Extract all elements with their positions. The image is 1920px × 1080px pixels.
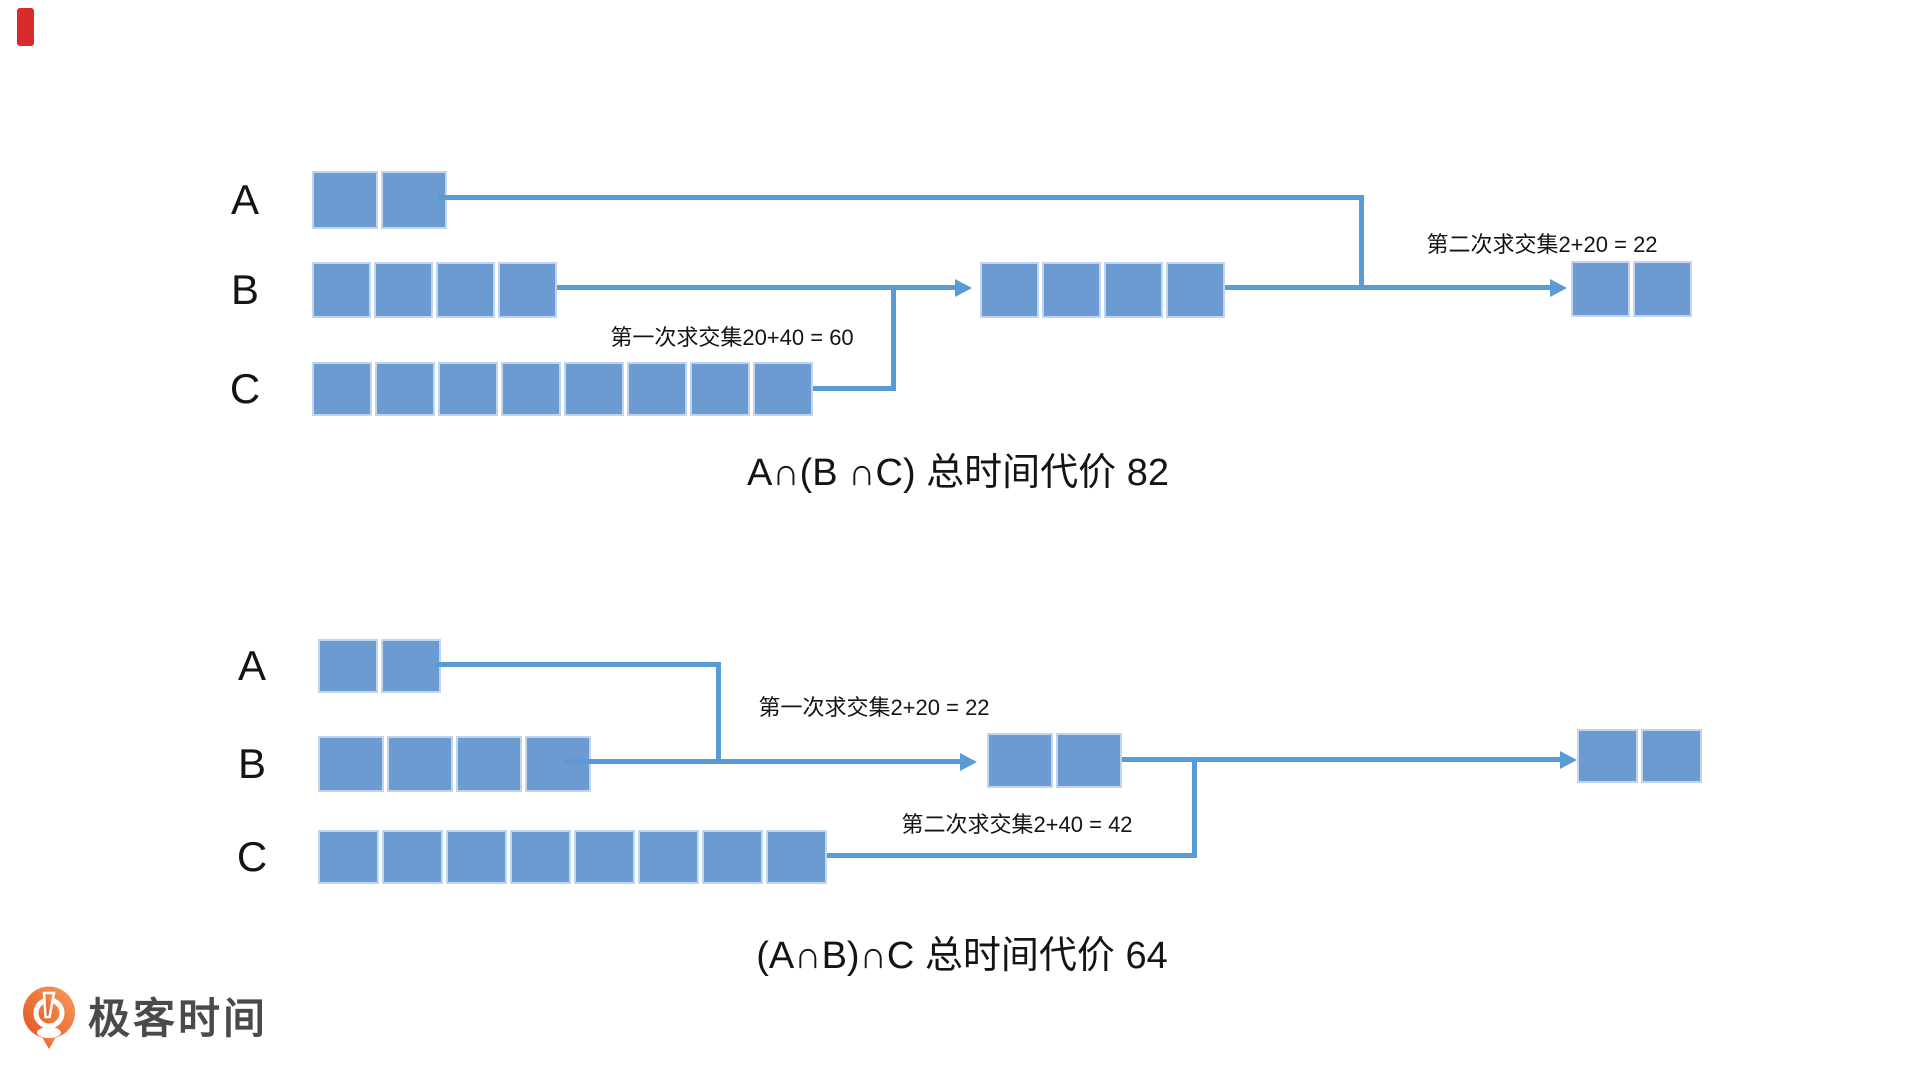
connector-c-vertical — [891, 285, 896, 391]
array-cell — [564, 362, 624, 416]
geektime-logo-icon — [23, 986, 75, 1049]
array-cell — [381, 171, 447, 229]
intermediate-result-array — [987, 733, 1122, 788]
connector-a-horizontal — [436, 662, 721, 667]
arrowhead-first-intersection-icon — [955, 279, 972, 297]
array-cell — [1571, 261, 1630, 317]
array-cell — [638, 830, 699, 884]
connector-c-horizontal — [827, 853, 1197, 858]
array-cell — [1056, 733, 1122, 788]
set-a-array — [312, 171, 447, 229]
array-cell — [627, 362, 687, 416]
array-cell — [1633, 261, 1692, 317]
intermediate-result-array — [980, 262, 1225, 318]
array-cell — [312, 262, 371, 318]
array-cell — [456, 736, 522, 792]
set-b-label: B — [237, 740, 266, 787]
connector-intermediate-horizontal — [1122, 757, 1560, 762]
geektime-logo-text: 极客时间 — [88, 995, 269, 1042]
arrowhead-first-intersection-icon — [960, 753, 977, 771]
array-cell — [1042, 262, 1101, 318]
array-cell — [387, 736, 453, 792]
array-cell — [510, 830, 571, 884]
array-cell — [1166, 262, 1225, 318]
array-cell — [312, 362, 372, 416]
connector-a-vertical — [1359, 195, 1364, 290]
arrowhead-second-intersection-icon — [1550, 279, 1567, 297]
array-cell — [1577, 729, 1638, 783]
set-b-array — [318, 736, 591, 792]
set-c-array — [312, 362, 813, 416]
set-b-array — [312, 262, 557, 318]
array-cell — [318, 830, 379, 884]
array-cell — [1641, 729, 1702, 783]
set-c-array — [318, 830, 827, 884]
array-cell — [374, 262, 433, 318]
array-cell — [574, 830, 635, 884]
diagram-top-title: A∩(B ∩C) 总时间代价 82 — [746, 452, 1170, 494]
geektime-logo: 极客时间 — [22, 986, 268, 1052]
second-intersection-annotation: 第二次求交集2+20 = 22 — [1426, 232, 1658, 257]
array-cell — [690, 362, 750, 416]
array-cell — [438, 362, 498, 416]
set-a-label: A — [237, 642, 266, 689]
array-cell — [501, 362, 561, 416]
connector-a-horizontal — [438, 195, 1359, 200]
diagram-bottom-title: (A∩B)∩C 总时间代价 64 — [756, 935, 1168, 977]
array-cell — [312, 171, 378, 229]
array-cell — [702, 830, 763, 884]
set-a-label: A — [230, 176, 259, 223]
set-b-label: B — [230, 266, 259, 313]
array-cell — [1104, 262, 1163, 318]
final-result-array — [1577, 729, 1702, 783]
array-cell — [375, 362, 435, 416]
array-cell — [382, 830, 443, 884]
first-intersection-annotation: 第一次求交集20+40 = 60 — [610, 325, 854, 350]
array-cell — [766, 830, 827, 884]
connector-intermediate-horizontal — [1225, 285, 1550, 290]
connector-c-horizontal — [813, 386, 896, 391]
set-c-label: C — [236, 833, 268, 880]
final-result-array — [1571, 261, 1692, 317]
array-cell — [446, 830, 507, 884]
array-cell — [318, 639, 378, 693]
array-cell — [436, 262, 495, 318]
array-cell — [381, 639, 441, 693]
connector-drop-vertical — [1192, 757, 1197, 858]
array-cell — [318, 736, 384, 792]
connector-b-horizontal — [565, 759, 960, 764]
array-cell — [525, 736, 591, 792]
arrowhead-second-intersection-icon — [1560, 751, 1577, 769]
first-intersection-annotation: 第一次求交集2+20 = 22 — [758, 695, 990, 720]
set-c-label: C — [229, 365, 261, 412]
second-intersection-annotation: 第二次求交集2+40 = 42 — [901, 812, 1133, 837]
red-corner-marker — [17, 8, 34, 46]
array-cell — [498, 262, 557, 318]
array-cell — [987, 733, 1053, 788]
connector-a-vertical — [716, 662, 721, 764]
array-cell — [753, 362, 813, 416]
set-a-array — [318, 639, 441, 693]
connector-b-horizontal — [557, 285, 955, 290]
array-cell — [980, 262, 1039, 318]
